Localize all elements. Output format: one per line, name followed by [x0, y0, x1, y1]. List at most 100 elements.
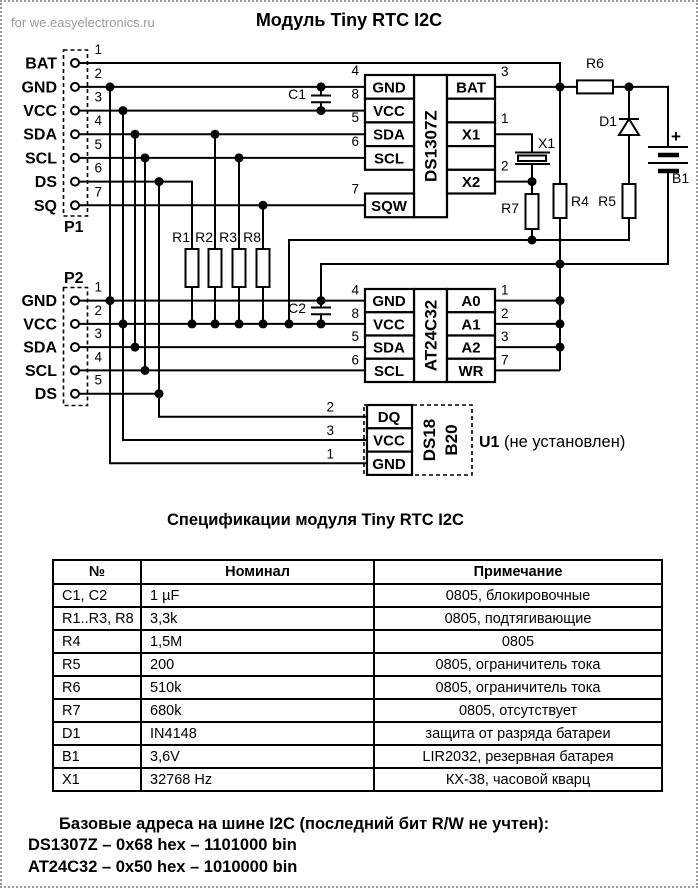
- ds1307z-pin-number: 2: [501, 159, 509, 174]
- p1-pin-number: 1: [94, 42, 102, 57]
- at24c32-name: AT24C32: [422, 300, 441, 372]
- p1-pin-circle: [70, 200, 80, 211]
- r2-label: R2: [195, 229, 213, 245]
- spec-header-row: № Номинал Примечание: [52, 559, 663, 585]
- p1-pin-circle: [70, 152, 80, 163]
- ds1307z-pin-number: 1: [501, 111, 509, 126]
- at24c32-pin-number: 7: [501, 352, 509, 367]
- ds1307z-pin-label: X2: [462, 174, 480, 191]
- bus-vcc: [122, 110, 367, 441]
- spec-cell: 1 µF: [140, 583, 375, 608]
- battery-plus-sign: +: [671, 127, 681, 146]
- ds1307z-pin-label: GND: [372, 79, 406, 96]
- spec-col-header: Примечание: [373, 559, 663, 585]
- rail-vcc-right: [288, 218, 630, 324]
- spec-cell: 0805, блокировочные: [373, 583, 663, 608]
- i2c-address-ds1307z: DS1307Z – 0x68 hex – 1101000 bin: [28, 836, 297, 854]
- p1-label: BAT: [25, 56, 57, 73]
- bus-ds: [158, 181, 367, 418]
- i2c-addresses-heading: Базовые адреса на шине I2C (последний би…: [59, 815, 550, 833]
- ds18b20-pin-number: 1: [326, 446, 334, 461]
- spec-col-header: №: [52, 559, 142, 585]
- pullup-bottom-stubs: [191, 287, 264, 324]
- ds18b20-ref: U1: [479, 434, 500, 451]
- r4-label: R4: [571, 193, 589, 209]
- resistor-r5: [621, 183, 637, 219]
- p2-pin-number: 3: [94, 326, 102, 341]
- spec-cell: X1: [52, 767, 142, 792]
- p2-label: VCC: [23, 316, 57, 333]
- ds18b20-pin-number: 3: [326, 423, 334, 438]
- at24c32-pin-number: 3: [501, 329, 509, 344]
- p2-pin-number: 4: [94, 349, 102, 364]
- r8-label: R8: [243, 229, 261, 245]
- p1-label: SCL: [25, 150, 57, 167]
- p2-pin-number: 5: [94, 373, 102, 388]
- p1-pin-circle: [70, 81, 80, 92]
- p1-pin-circle: [70, 176, 80, 187]
- p1-pin-number: 5: [94, 137, 102, 152]
- rail-gnd-right: [320, 171, 669, 301]
- spec-cell: 0805, отсутствует: [373, 698, 663, 723]
- p2-ref: P2: [64, 270, 84, 287]
- ds1307z-pin-number: 3: [501, 64, 509, 79]
- junction-dots: [105, 82, 634, 399]
- ds1307z-pin-number: 8: [351, 87, 359, 102]
- bus-gnd: [109, 86, 367, 465]
- ds1307z-pin-label: VCC: [373, 103, 405, 120]
- i2c-address-at24c32: AT24C32 – 0x50 hex – 1010000 bin: [28, 858, 298, 876]
- circuit-schematic: BAT GND VCC SDA SCL DS SQ 1 2 3 4 5 6 7 …: [21, 42, 689, 477]
- r6-label: R6: [586, 55, 604, 71]
- resistor-r2: [207, 248, 223, 288]
- spec-cell: 0805, подтягивающие: [373, 606, 663, 631]
- at24c32-pin-number: 6: [351, 352, 359, 367]
- crystal-x1-body: [517, 154, 547, 162]
- r3-label: R3: [219, 229, 237, 245]
- r5-label: R5: [598, 193, 616, 209]
- p1-pin-number: 6: [94, 161, 102, 176]
- p2-pin-circle: [70, 342, 80, 353]
- ic-ds1307z: GND VCC SDA SCL SQW BAT X1 X2 4 8 5 6 7 …: [351, 63, 509, 219]
- p1-pin-circle: [70, 105, 80, 116]
- table-row: R7 680k 0805, отсутствует: [52, 698, 663, 723]
- ds1307z-pin-label: BAT: [456, 79, 486, 96]
- p1-label: SDA: [23, 127, 57, 144]
- page-title: Модуль Tiny RTC I2C: [255, 10, 443, 30]
- p2-pin-circle: [70, 295, 80, 306]
- spec-cell: 3,6V: [140, 744, 375, 769]
- spec-cell: R6: [52, 675, 142, 700]
- ds18b20-name-top: DS18: [420, 419, 439, 462]
- at24c32-pin-number: 4: [351, 283, 359, 298]
- p2-pin-circle: [70, 365, 80, 376]
- table-row: C1, C2 1 µF 0805, блокировочные: [52, 583, 663, 608]
- r1-label: R1: [172, 229, 190, 245]
- x1-label: X1: [538, 135, 555, 151]
- at24c32-pin-number: 2: [501, 306, 509, 321]
- ds1307z-pin-label: SCL: [374, 150, 404, 167]
- b1-label: B1: [672, 170, 689, 186]
- spec-cell: 3,3k: [140, 606, 375, 631]
- p1-pin-number: 3: [94, 90, 102, 105]
- at24c32-pin-number: 5: [351, 329, 359, 344]
- p2-label: GND: [21, 293, 57, 310]
- watermark: for we.easyelectronics.ru: [11, 15, 155, 30]
- table-row: D1 IN4148 защита от разряда батареи: [52, 721, 663, 746]
- ds1307z-pin-number: 7: [351, 181, 359, 196]
- at24c32-pin-number: 8: [351, 306, 359, 321]
- p1-label: DS: [35, 174, 58, 191]
- resistor-r7: [524, 193, 540, 230]
- spec-cell: 1,5M: [140, 629, 375, 654]
- spec-cell: 0805, ограничитель тока: [373, 652, 663, 677]
- ds18b20-pin-label: GND: [372, 456, 406, 473]
- p2-label: SCL: [25, 363, 57, 380]
- at24c32-pin-label: GND: [372, 293, 406, 310]
- spec-cell: R5: [52, 652, 142, 677]
- ds18b20-pin-label: DQ: [378, 409, 401, 426]
- p1-label: VCC: [23, 103, 57, 120]
- table-row: X1 32768 Hz КХ-38, часовой кварц: [52, 767, 663, 792]
- c1-label: C1: [288, 86, 306, 102]
- ds1307z-pin-label: SQW: [371, 198, 408, 215]
- p1-pin-circle: [70, 58, 80, 68]
- ds1307z-pin-number: 6: [351, 134, 359, 149]
